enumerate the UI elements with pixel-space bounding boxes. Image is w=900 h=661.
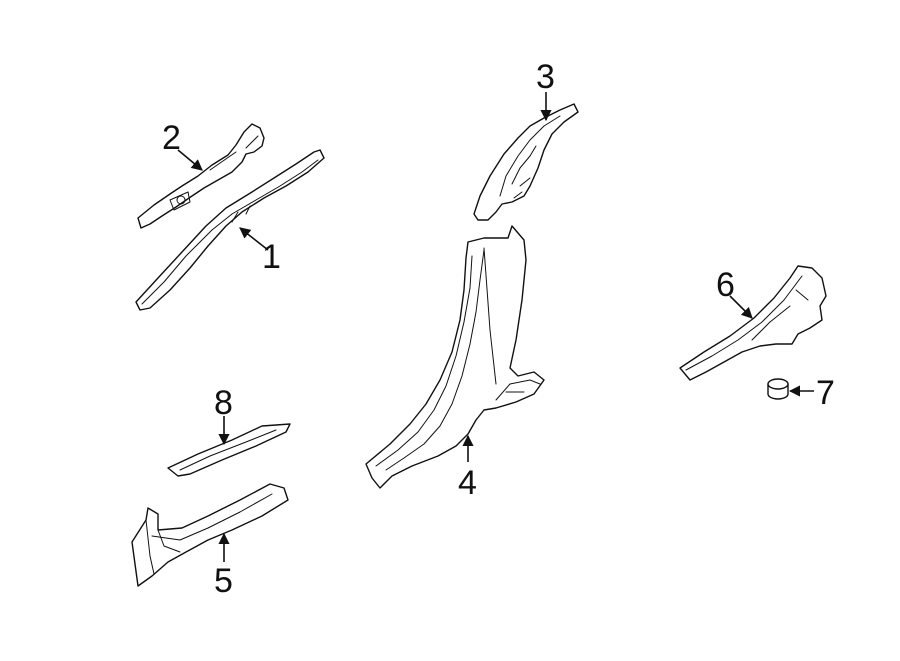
leader-1 — [239, 227, 269, 251]
part-5-trim — [131, 483, 289, 587]
leader-6 — [729, 295, 753, 319]
part-8-sill — [167, 423, 291, 477]
part-1-trim — [135, 149, 325, 311]
part-6-trim — [679, 265, 827, 381]
callout-1: 1 — [262, 238, 281, 276]
callout-4: 4 — [458, 464, 477, 502]
part-7-cap — [767, 378, 789, 400]
callout-8: 8 — [214, 384, 233, 422]
callout-7: 7 — [816, 374, 835, 412]
callout-2: 2 — [162, 119, 181, 157]
part-2-bracket — [137, 123, 265, 229]
callout-6: 6 — [716, 266, 735, 304]
part-4-trim — [365, 225, 545, 489]
callout-labels: 1 2 3 4 5 6 7 8 — [162, 58, 835, 600]
leader-lines — [177, 92, 814, 562]
leader-2 — [177, 149, 203, 171]
part-3-trim — [473, 103, 579, 221]
callout-3: 3 — [536, 58, 555, 96]
callout-5: 5 — [214, 562, 233, 600]
